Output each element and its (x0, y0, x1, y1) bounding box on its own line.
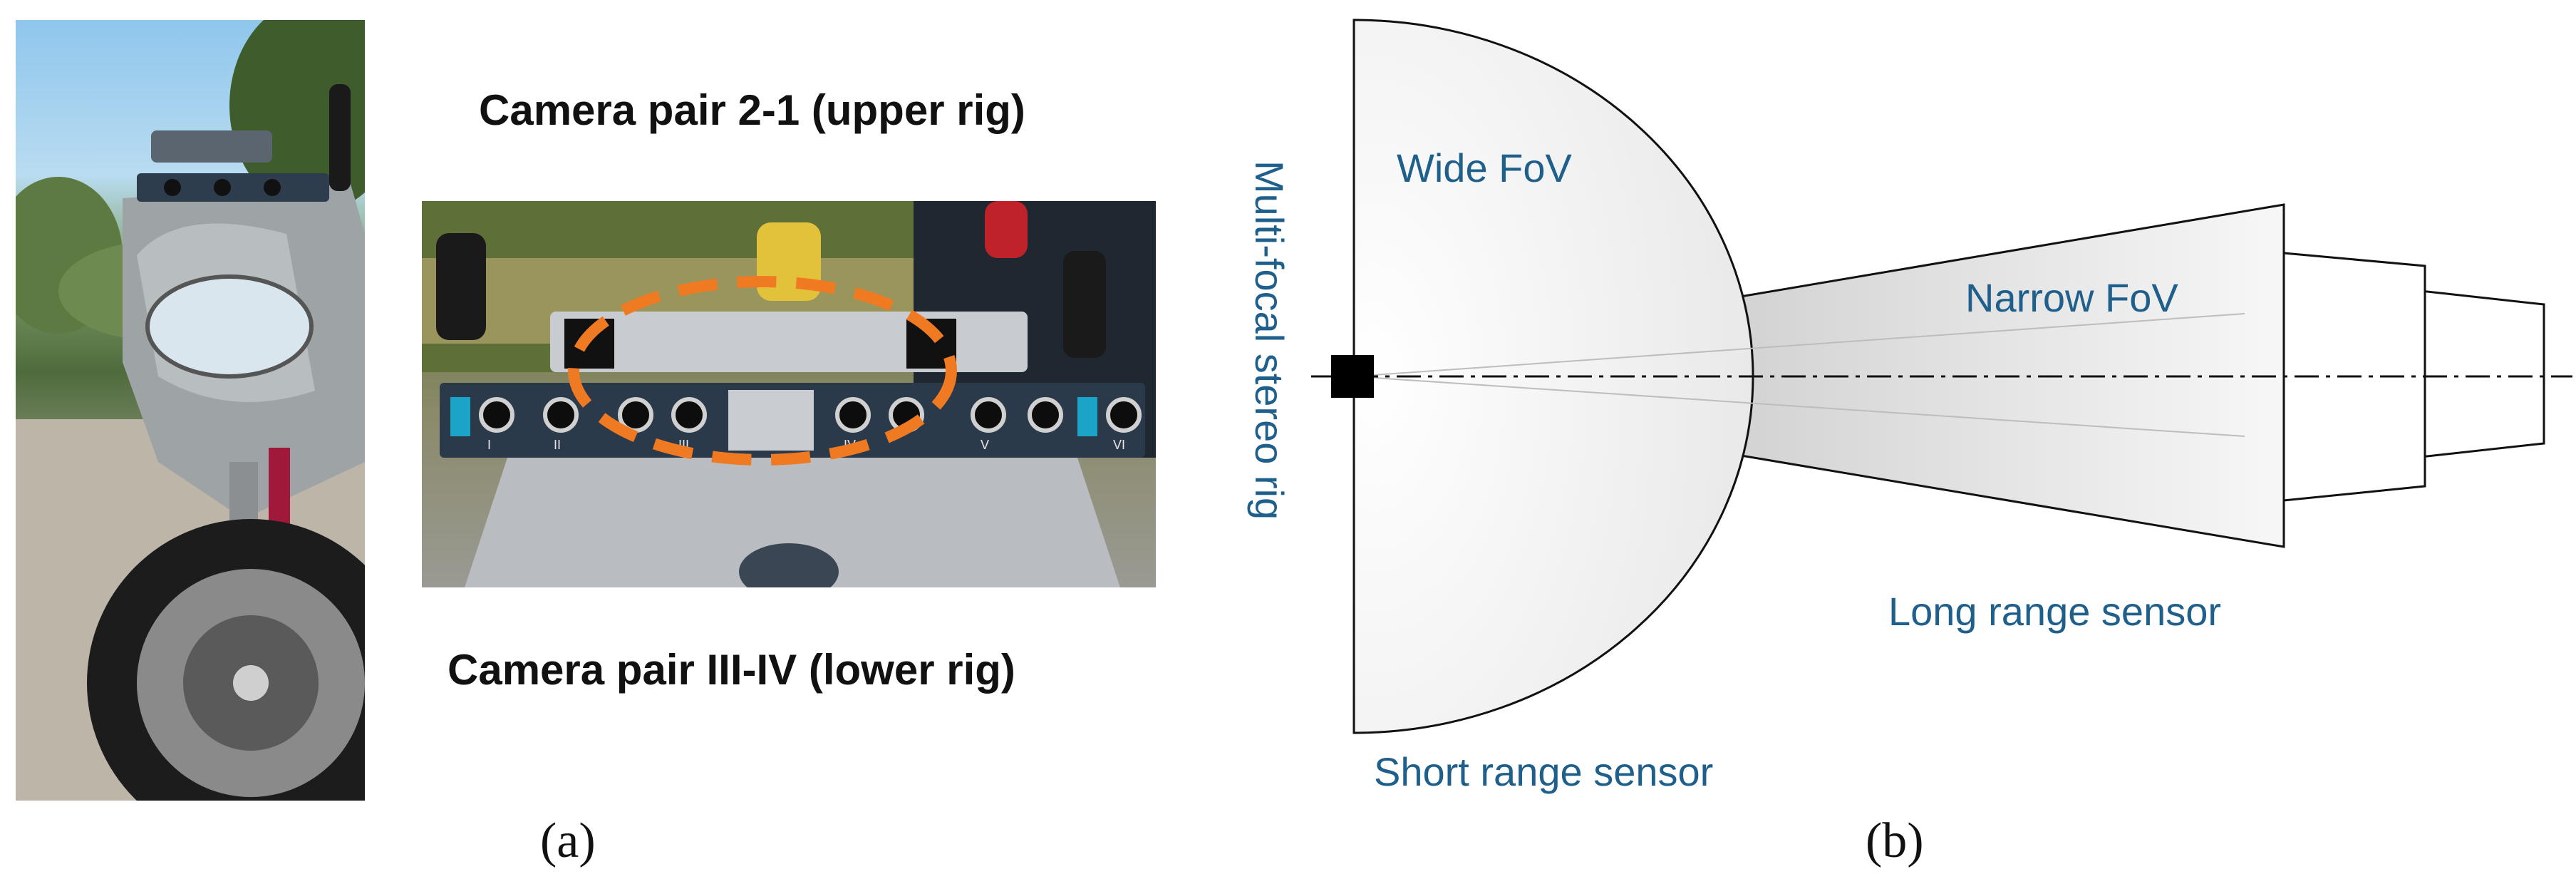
wide-fov-label: Wide FoV (1397, 145, 1572, 190)
rig-marking-6: VI (1113, 438, 1125, 452)
fov-ray-upper (1353, 313, 2245, 377)
rig-closeup-illustration: I II III IV V VI (422, 201, 1156, 587)
fov-diagram: Wide FoV Narrow FoV Long range sensor Sh… (1247, 19, 2572, 794)
long-range-label: Long range sensor (1888, 589, 2221, 634)
sensor-square (1331, 355, 1374, 398)
fov-ray-lower (1353, 376, 2245, 437)
rig-marking-2: II (554, 438, 561, 452)
rig-marking-1: I (487, 438, 491, 452)
panel-label-a: (a) (540, 813, 596, 868)
motorcycle-illustration (16, 20, 365, 801)
rig-closeup-photo: I II III IV V VI (422, 201, 1156, 587)
stereo-rig-label: Multi-focal stereo rig (1247, 160, 1292, 520)
wide-fov-region (1352, 19, 1754, 734)
rig-marking-5: V (981, 438, 989, 452)
highlight-ellipse (568, 276, 957, 466)
narrow-fov-label: Narrow FoV (1965, 275, 2178, 320)
motorcycle-photo (16, 20, 365, 801)
caption-upper-rig: Camera pair 2-1 (upper rig) (479, 86, 1025, 134)
panel-label-b: (b) (1866, 813, 1924, 868)
short-range-label: Short range sensor (1374, 749, 1713, 794)
caption-lower-rig: Camera pair III-IV (lower rig) (448, 646, 1015, 694)
